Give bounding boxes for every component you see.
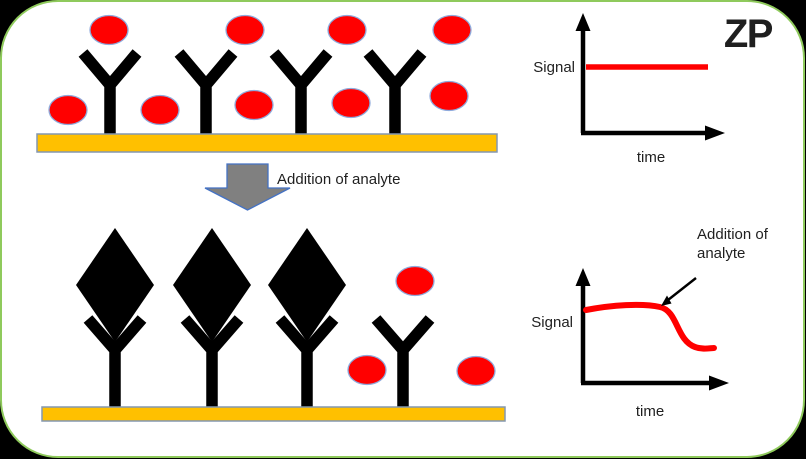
signal-graph-before: Signal time: [533, 13, 725, 166]
signal-line-drop: [583, 301, 717, 352]
antibody-icon: [83, 53, 137, 137]
analyte-molecule-icon: [432, 14, 472, 46]
analyte-molecule-icon: [456, 355, 496, 387]
analyte-molecule-icon: [89, 14, 129, 46]
signal-graph-after: Addition of analyte Signal time: [531, 226, 768, 420]
sensor-surface: [36, 133, 498, 153]
analyte-molecule-icon: [48, 94, 88, 126]
antibody-icon: [274, 53, 328, 137]
x-axis-label: time: [637, 149, 665, 166]
y-axis-arrowhead-icon: [575, 13, 591, 31]
sensor-surface: [41, 406, 506, 422]
analyte-molecule-icon: [234, 89, 274, 121]
bottom-scene: [41, 228, 506, 422]
analyte-molecule-icon: [140, 94, 180, 126]
antibody-icon: [179, 53, 233, 137]
annotation-arrow-line: [667, 277, 697, 301]
analyte-molecule-icon: [347, 354, 387, 386]
analyte-molecule-icon: [331, 87, 371, 119]
zp-logo: ZP: [724, 12, 773, 56]
y-axis-label: Signal: [531, 314, 573, 331]
x-axis-arrowhead-icon: [709, 375, 729, 391]
annotation-text-line1: Addition of: [697, 226, 769, 243]
process-arrow-label: Addition of analyte: [277, 171, 400, 188]
x-axis-arrowhead-icon: [705, 125, 725, 141]
analyte-molecule-icon: [327, 14, 367, 46]
annotation-text-line2: analyte: [697, 245, 745, 262]
down-arrow-icon: [204, 163, 291, 211]
y-axis-label: Signal: [533, 59, 575, 76]
annotation-arrowhead-icon: [661, 295, 672, 306]
top-scene: [36, 14, 498, 153]
analyte-molecule-icon: [225, 14, 265, 46]
x-axis-label: time: [636, 403, 664, 420]
antibody-icon: [368, 53, 422, 137]
y-axis-arrowhead-icon: [575, 268, 591, 286]
analyte-molecule-icon: [429, 80, 469, 112]
process-step: Addition of analyte: [204, 163, 400, 211]
analyte-molecule-icon: [395, 265, 435, 297]
